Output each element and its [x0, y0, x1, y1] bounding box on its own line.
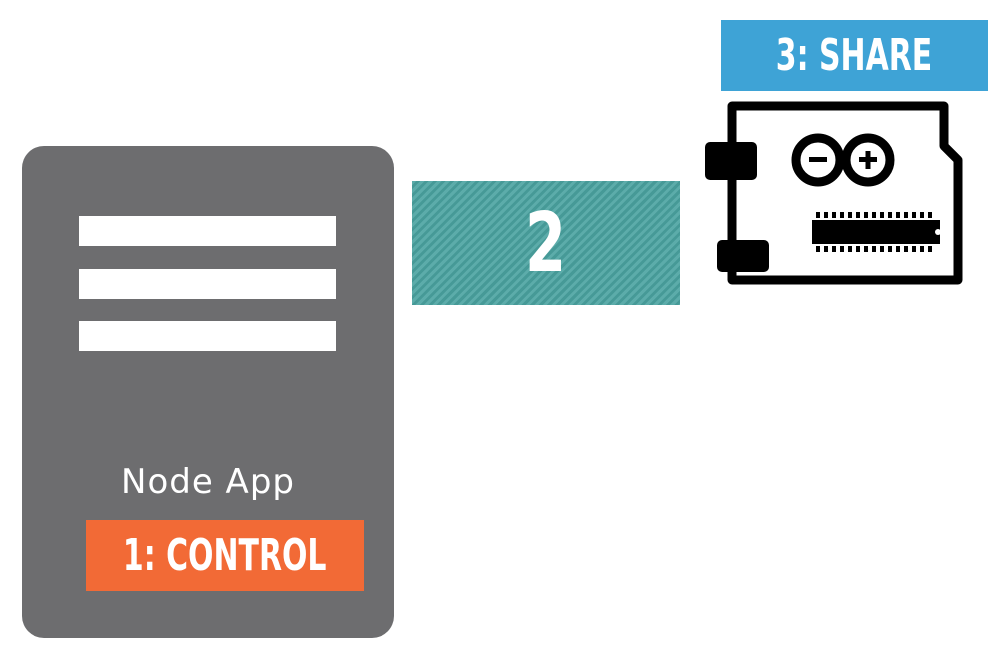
arduino-infinity-logo-icon	[791, 133, 895, 187]
control-step-text: 1: CONTROL	[123, 530, 327, 581]
microchip-icon	[812, 212, 941, 252]
board-outline	[727, 101, 963, 285]
node-app-name: Node App	[121, 462, 295, 502]
app-content-line	[79, 216, 336, 246]
control-step-label: 1: CONTROL	[86, 520, 364, 591]
share-step-text: 3: SHARE	[776, 30, 933, 81]
arduino-board-icon	[705, 101, 963, 285]
share-step-label: 3: SHARE	[721, 20, 988, 91]
usb-connector-icon	[705, 142, 757, 180]
transfer-step-box: 2	[412, 181, 680, 305]
app-content-line	[79, 321, 336, 351]
transfer-step-text: 2	[525, 195, 567, 291]
power-connector-icon	[717, 240, 769, 272]
app-content-line	[79, 269, 336, 299]
